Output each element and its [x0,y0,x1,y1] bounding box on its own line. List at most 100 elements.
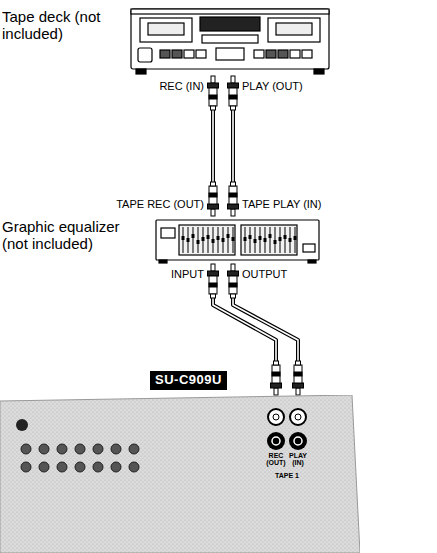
plug-band [229,193,237,197]
tape-deck-body [131,9,329,14]
plug-tip [296,388,300,395]
cable-line [213,298,276,361]
tape-deck-body [138,48,152,62]
model-badge: SU-C909U [150,371,227,390]
plug-collar [293,383,304,388]
device-heading: Graphic equalizer (not included) [2,218,142,253]
panel-terminals [111,444,121,454]
plug-body [209,88,217,106]
tape-deck-body [140,18,192,42]
device-heading: Tape deck (not included) [2,8,124,43]
amplifier-rear-panel [0,395,360,553]
tape-deck-body [278,50,288,58]
jack-label: TAPE REC (OUT) [96,198,204,211]
plug-band [272,372,280,376]
plug-collar [208,271,219,276]
plug-boot [211,182,216,186]
plug-collar [208,204,219,209]
tape-deck-body [196,50,206,58]
panel-terminals [57,444,67,454]
slider-knobs [212,239,215,243]
slider-knobs [227,234,230,238]
equalizer-body [161,228,175,238]
jack-label: REC (OUT) [264,452,288,467]
slider-knobs [202,237,205,241]
tape1-jacks [267,409,307,450]
tape1-jacks [294,437,302,445]
tape-deck-body [254,50,264,58]
plug-tip [211,264,215,271]
plug-collar [208,83,219,88]
plug-collar [228,271,239,276]
equalizer-body [156,220,319,263]
panel-terminals [93,444,103,454]
slider-knobs [254,239,257,243]
slider-knobs [284,235,287,239]
plug-tip [274,388,278,395]
jack-label: OUTPUT [242,268,287,281]
slider-knobs [187,238,190,242]
tape1-jacks [272,437,280,445]
jack-label: TAPE PLAY (IN) [242,198,321,211]
tape-deck-body [172,50,182,58]
tape-deck-body [314,69,324,74]
tape-deck-body [131,9,329,74]
tape-deck-body [266,50,276,58]
equalizer-sliders [183,227,233,253]
plug-body [229,276,237,294]
cable-line [233,298,298,361]
plug-boot [211,106,216,110]
plug-collar [228,83,239,88]
panel-terminals [129,444,139,454]
tape1-jacks [268,409,284,425]
jack-label: REC (IN) [144,80,204,93]
equalizer-body [303,244,315,252]
slider-knobs [217,236,220,240]
tape-deck-body [148,23,184,35]
panel-terminals [111,462,121,472]
plug-boot [296,361,301,365]
slider-knobs [182,236,185,240]
slider-knobs [249,235,252,239]
plug-band [294,372,302,376]
audio-cable [228,76,239,216]
tape-deck-body [216,48,244,60]
tape-deck-body [200,17,260,31]
plug-tip [211,76,215,83]
panel-terminals [21,444,139,472]
plug-body [294,365,302,383]
audio-cable [208,76,219,216]
slider-knobs [207,235,210,239]
plug-band [229,283,237,287]
jack-group-label: TAPE 1 [267,472,307,479]
panel-terminals [129,462,139,472]
slider-knobs [244,237,247,241]
plug-tip [211,209,215,216]
plug-body [229,186,237,204]
cable-line [232,110,234,182]
cable-line [233,298,298,361]
cable-line [231,110,235,182]
plug-body [209,186,217,204]
plug-tip [231,76,235,83]
plug-collar [228,204,239,209]
panel-terminals [21,444,31,454]
plug-band [209,193,217,197]
plug-boot [231,182,236,186]
slider-knobs [274,240,277,244]
tape-deck-body [202,35,258,43]
equalizer-body [179,225,235,255]
cable-line [213,298,276,361]
panel-terminals [75,444,85,454]
equalizer-body [159,260,167,263]
jack-label: PLAY (OUT) [242,80,303,93]
slider-knobs [222,238,225,242]
plug-band [209,283,217,287]
panel-terminals [39,444,49,454]
audio-cable [228,264,304,395]
plug-boot [231,106,236,110]
slider-knobs [269,234,272,238]
tape-deck-drawing [130,4,330,76]
equalizer-body [308,260,316,263]
